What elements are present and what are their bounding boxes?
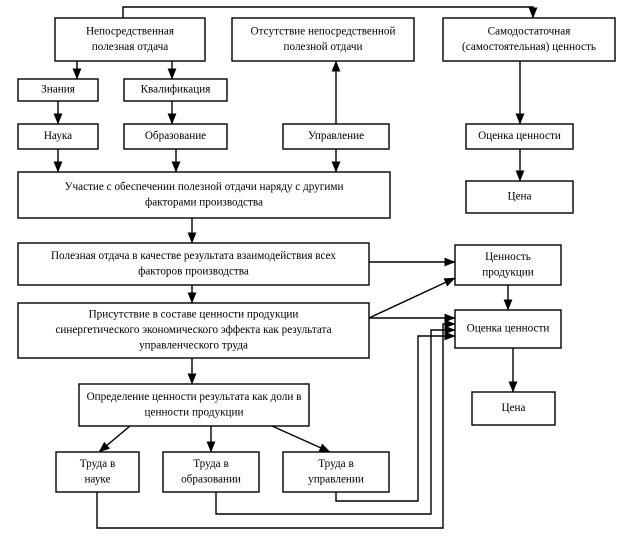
node-participation-in-useful-return-label: факторами производства xyxy=(145,196,263,208)
node-useful-return-as-result-label: Полезная отдача в качестве результата вз… xyxy=(51,250,336,262)
node-price-top-label: Цена xyxy=(508,191,532,203)
node-synergetic-effect-presence-box[interactable] xyxy=(17,302,370,359)
node-participation-in-useful-return-label: Участие с обеспечении полезной отдачи на… xyxy=(65,181,344,193)
node-management-box[interactable] xyxy=(282,123,390,150)
node-value-share-definition-label: ценности продукции xyxy=(145,406,244,418)
node-labor-in-science-label: науке xyxy=(84,473,110,485)
node-value-estimate-middle-label: Оценка ценности xyxy=(467,323,550,335)
node-labor-in-management-box[interactable] xyxy=(282,451,390,493)
node-product-value-box[interactable] xyxy=(454,244,562,286)
node-labor-in-education-label: Труда в xyxy=(193,458,228,470)
node-price-top[interactable]: Цена xyxy=(465,180,574,214)
node-labor-in-management-label: Труда в xyxy=(318,458,353,470)
node-knowledge-box[interactable] xyxy=(17,78,99,102)
node-price-middle-box[interactable] xyxy=(471,391,556,426)
node-management[interactable]: Управление xyxy=(282,123,390,150)
node-value-estimate-top-box[interactable] xyxy=(465,123,574,150)
node-labor-in-science[interactable]: Труда в науке xyxy=(55,451,140,493)
node-education-label: Образование xyxy=(145,130,206,142)
node-useful-return-as-result-label: факторов производства xyxy=(138,265,249,277)
node-direct-useful-return-label: Непосредственная xyxy=(86,25,174,37)
node-value-estimate-top-label: Оценка ценности xyxy=(478,130,561,142)
node-direct-useful-return-box[interactable] xyxy=(54,17,206,62)
node-self-sufficient-value-label: (самостоятельная) ценность xyxy=(462,41,596,53)
node-education-box[interactable] xyxy=(123,123,228,150)
edge-direct-return-to-self-sufficient xyxy=(122,6,538,19)
node-value-estimate-top[interactable]: Оценка ценности xyxy=(465,123,574,150)
edge-synergy-to-product-value xyxy=(368,277,456,319)
node-direct-useful-return[interactable]: Непосредственная полезная отдача xyxy=(54,17,206,62)
node-product-value[interactable]: Ценность продукции xyxy=(454,244,562,286)
node-participation-in-useful-return[interactable]: Участие с обеспечении полезной отдачи на… xyxy=(17,171,391,219)
node-value-estimate-middle-box[interactable] xyxy=(454,309,562,349)
node-labor-in-education[interactable]: Труда в образовании xyxy=(162,451,260,493)
node-synergetic-effect-presence[interactable]: Присутствие в составе ценности продукции… xyxy=(17,302,370,359)
node-direct-useful-return-label: полезная отдача xyxy=(92,41,168,53)
node-price-middle[interactable]: Цена xyxy=(471,391,556,426)
node-qualification-box[interactable] xyxy=(123,78,228,102)
edge-labor-science-to-value-estimate xyxy=(96,319,456,529)
node-value-share-definition-box[interactable] xyxy=(78,383,310,427)
node-useful-return-as-result-box[interactable] xyxy=(17,242,370,286)
node-science[interactable]: Наука xyxy=(17,123,99,150)
node-product-value-label: Ценность xyxy=(485,251,531,263)
node-labor-in-science-label: Труда в xyxy=(80,458,115,470)
node-useful-return-as-result[interactable]: Полезная отдача в качестве результата вз… xyxy=(17,242,370,286)
node-absence-of-direct-useful-return-box[interactable] xyxy=(231,17,415,62)
node-product-value-label: продукции xyxy=(482,266,534,278)
node-science-label: Наука xyxy=(44,130,72,142)
node-self-sufficient-value-box[interactable] xyxy=(442,17,616,62)
edge-labor-education-to-value-estimate xyxy=(215,325,456,515)
node-price-middle-label: Цена xyxy=(502,402,526,414)
nodes-layer: Непосредственная полезная отдача Отсутстви… xyxy=(17,17,616,493)
node-labor-in-management-label: управлении xyxy=(308,473,364,485)
node-science-box[interactable] xyxy=(17,123,99,150)
node-value-share-definition-label: Определение ценности результата как доли… xyxy=(87,391,302,403)
edges-layer xyxy=(53,6,538,529)
node-labor-in-education-label: образовании xyxy=(181,473,241,485)
edge-share-to-labor-management xyxy=(271,425,331,453)
node-value-share-definition[interactable]: Определение ценности результата как доли… xyxy=(78,383,310,427)
node-synergetic-effect-presence-label: управленческого труда xyxy=(139,340,248,352)
node-education[interactable]: Образование xyxy=(123,123,228,150)
node-labor-in-education-box[interactable] xyxy=(162,451,260,493)
node-labor-in-management[interactable]: Труда в управлении xyxy=(282,451,390,493)
node-knowledge-label: Знания xyxy=(41,84,75,96)
node-synergetic-effect-presence-label: Присутствие в составе ценности продукции xyxy=(89,309,299,321)
node-absence-of-direct-useful-return-label: полезной отдачи xyxy=(284,41,363,53)
node-participation-in-useful-return-box[interactable] xyxy=(17,171,391,219)
node-price-top-box[interactable] xyxy=(465,180,574,214)
node-absence-of-direct-useful-return-label: Отсутствие непосредственной xyxy=(251,25,396,37)
node-qualification[interactable]: Квалификация xyxy=(123,78,228,102)
node-synergetic-effect-presence-label: синергетического экономического эффекта … xyxy=(55,324,331,336)
node-knowledge[interactable]: Знания xyxy=(17,78,99,102)
edge-share-to-labor-science xyxy=(98,425,131,453)
node-value-estimate-middle[interactable]: Оценка ценности xyxy=(454,309,562,349)
node-self-sufficient-value-label: Самодостаточная xyxy=(488,25,571,37)
node-management-label: Управление xyxy=(308,130,364,142)
node-qualification-label: Квалификация xyxy=(141,84,211,96)
node-self-sufficient-value[interactable]: Самодостаточная (самостоятельная) ценност… xyxy=(442,17,616,62)
node-absence-of-direct-useful-return[interactable]: Отсутствие непосредственной полезной отда… xyxy=(231,17,415,62)
node-labor-in-science-box[interactable] xyxy=(55,451,140,493)
